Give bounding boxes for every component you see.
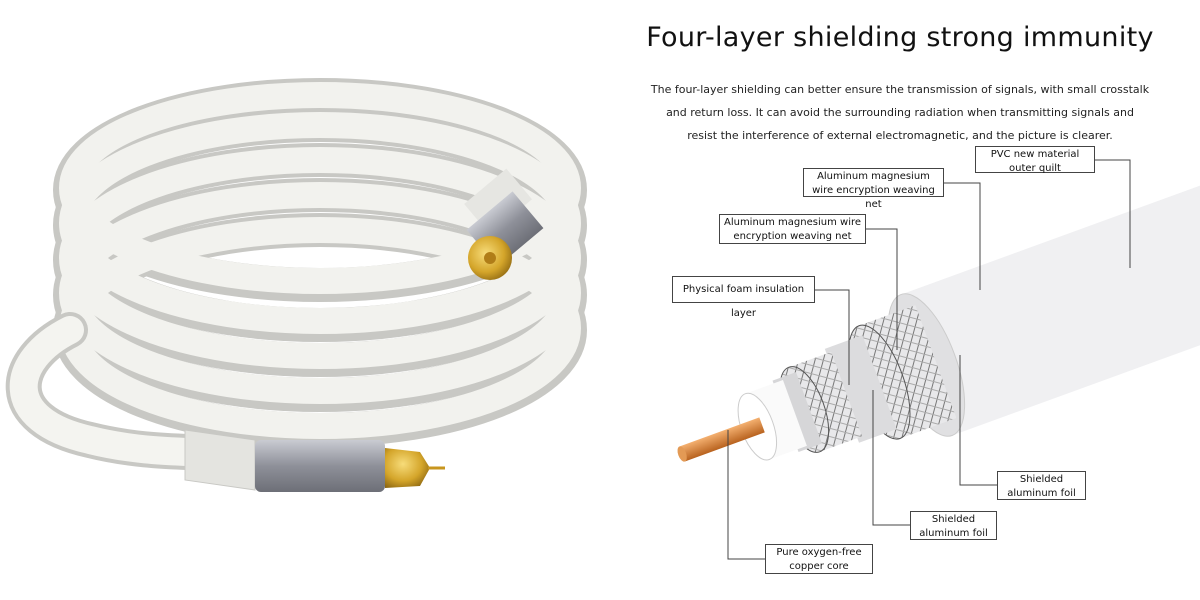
bottom-connector [184, 429, 445, 492]
label-copper-core: Pure oxygen-free copper core [765, 544, 873, 574]
copper-core [679, 417, 765, 462]
label-outer-weaving-net: Aluminum magnesium wire encryption weavi… [803, 168, 944, 210]
outer-foil [824, 335, 897, 443]
top-connector [464, 168, 544, 280]
coiled-cable-photo [5, 78, 587, 492]
label-foam-insulation: Physical foam insulation layer [672, 276, 815, 319]
shielding-diagram: Four-layer shielding strong immunity The… [600, 0, 1200, 600]
heading: Four-layer shielding strong immunity [646, 22, 1154, 53]
cable-cross-section [677, 159, 1200, 560]
label-outer-aluminum-foil: Shielded aluminum foil [997, 471, 1086, 500]
label-pvc-outer-jacket: PVC new material outer quilt [975, 146, 1095, 174]
description: The four-layer shielding can better ensu… [650, 83, 1150, 142]
label-inner-weaving-net: Aluminum magnesium wire encryption weavi… [719, 214, 866, 244]
foam-insulation [745, 380, 807, 460]
label-inner-aluminum-foil: Shielded aluminum foil [910, 511, 997, 540]
pvc-jacket [900, 185, 1200, 436]
